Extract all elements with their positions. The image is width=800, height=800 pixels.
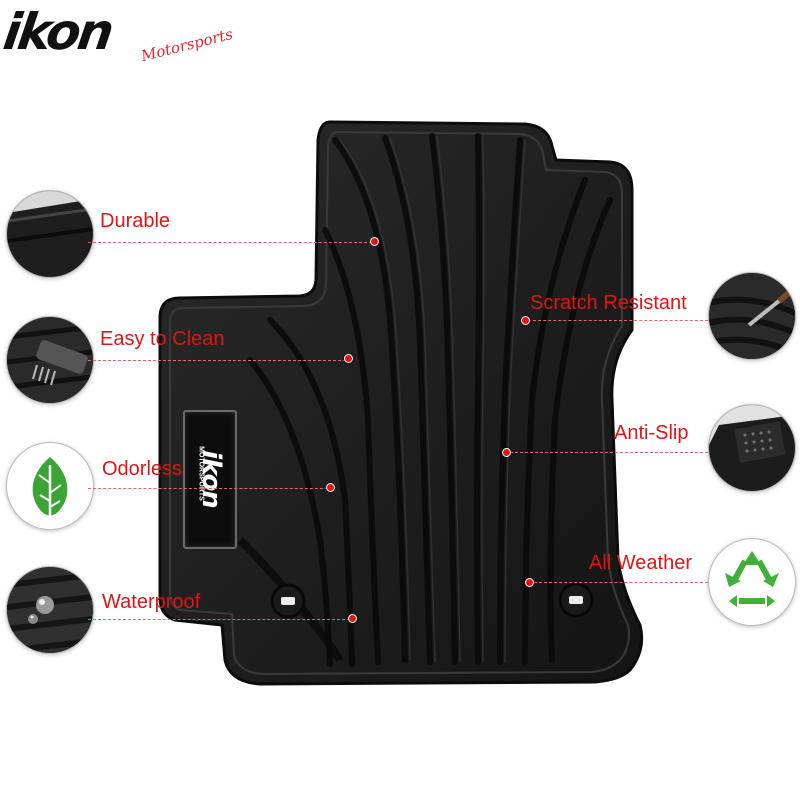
badge-logo-subtext: MOTORSPORTS — [197, 446, 205, 501]
marker-dot-scratch-resistant — [521, 316, 530, 325]
odorless-thumbnail — [6, 442, 94, 530]
feature-label-durable: Durable — [100, 210, 171, 232]
leader-line-anti-slip — [510, 452, 708, 453]
marker-dot-durable — [370, 237, 379, 246]
marker-dot-all-weather — [525, 578, 534, 587]
feature-label-scratch-resistant: Scratch Resistant — [530, 292, 687, 314]
all-weather-thumbnail — [708, 538, 796, 626]
leader-line-odorless — [88, 488, 328, 489]
feature-label-easy-to-clean: Easy to Clean — [100, 328, 225, 350]
nibs-backing-icon — [709, 405, 795, 491]
leader-line-scratch-resistant — [528, 320, 708, 321]
marker-dot-anti-slip — [502, 448, 511, 457]
leader-line-easy-to-clean — [88, 360, 346, 361]
feature-label-all-weather: All Weather — [589, 552, 693, 574]
leader-line-durable — [88, 242, 372, 243]
scratch-tool-icon — [709, 273, 795, 359]
feature-label-odorless: Odorless — [102, 458, 183, 480]
recycle-arrows-icon — [725, 551, 779, 607]
feature-label-anti-slip: Anti-Slip — [614, 422, 689, 444]
marker-dot-odorless — [326, 483, 335, 492]
brush-icon — [7, 317, 93, 403]
waterproof-thumbnail — [6, 566, 94, 654]
feature-label-waterproof: Waterproof — [102, 591, 201, 613]
scratch-resistant-thumbnail — [708, 272, 796, 360]
leaf-icon — [32, 457, 68, 519]
anti-slip-thumbnail — [708, 404, 796, 492]
mat-edge-icon — [7, 191, 93, 277]
water-drops-icon — [7, 567, 93, 653]
leader-line-waterproof — [88, 619, 350, 620]
marker-dot-waterproof — [348, 614, 357, 623]
marker-dot-easy-to-clean — [344, 354, 353, 363]
durable-thumbnail — [6, 190, 94, 278]
leader-line-all-weather — [534, 582, 708, 583]
easy-clean-thumbnail — [6, 316, 94, 404]
mat-logo-badge: ikon MOTORSPORTS — [183, 410, 237, 549]
